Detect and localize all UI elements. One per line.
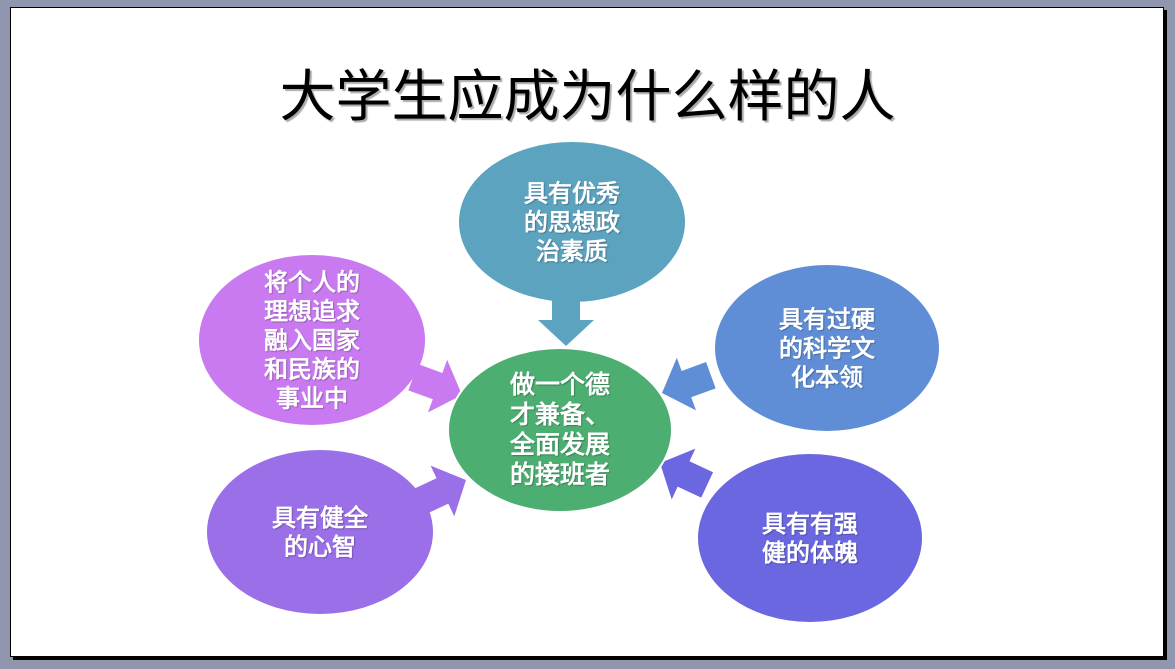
- label-line: 理想追求: [264, 296, 360, 326]
- node-center: [447, 347, 673, 513]
- node-left-bottom: [207, 450, 433, 614]
- node-right-top: [715, 265, 939, 431]
- label-line: 才兼备、: [509, 400, 611, 429]
- node-left-top: [199, 255, 425, 425]
- label-line: 融入国家: [264, 325, 360, 355]
- label-line: 的科学文: [779, 333, 875, 363]
- node-right-top-label: 具有过硬的科学文化本领: [779, 305, 875, 392]
- label-line: 将个人的: [264, 267, 360, 297]
- label-line: 事业中: [276, 383, 348, 413]
- label-line: 做一个德: [509, 370, 611, 399]
- label-line: 健的体魄: [762, 538, 858, 567]
- node-top-label: 具有优秀的思想政治素质: [524, 179, 620, 266]
- arrow-right-bottom: [660, 448, 714, 500]
- arrow-top: [538, 294, 594, 346]
- label-line: 具有健全: [272, 503, 368, 532]
- node-center-label: 做一个德才兼备、全面发展的接班者: [510, 370, 610, 490]
- label-line: 的接班者: [509, 460, 611, 489]
- label-line: 全面发展: [509, 430, 611, 459]
- slide-title: 大学生应成为什么样的人: [279, 65, 896, 130]
- node-left-bottom-label: 具有健全的心智: [272, 503, 368, 561]
- label-line: 的心智: [284, 532, 356, 561]
- arrow-left-bottom: [412, 465, 466, 517]
- node-right-bottom-label: 具有有强健的体魄: [762, 509, 858, 567]
- label-line: 治素质: [536, 236, 608, 266]
- label-line: 具有优秀: [524, 178, 620, 208]
- arrow-right-top: [662, 357, 716, 411]
- label-line: 具有过硬: [779, 304, 875, 334]
- label-line: 和民族的: [264, 354, 360, 384]
- node-top: [459, 142, 685, 302]
- label-line: 的思想政: [524, 207, 620, 237]
- label-line: 化本领: [791, 362, 863, 392]
- label-line: 具有有强: [762, 509, 858, 538]
- node-right-bottom: [698, 454, 922, 622]
- arrow-left-top: [408, 359, 462, 413]
- node-left-top-label: 将个人的理想追求融入国家和民族的事业中: [264, 268, 360, 413]
